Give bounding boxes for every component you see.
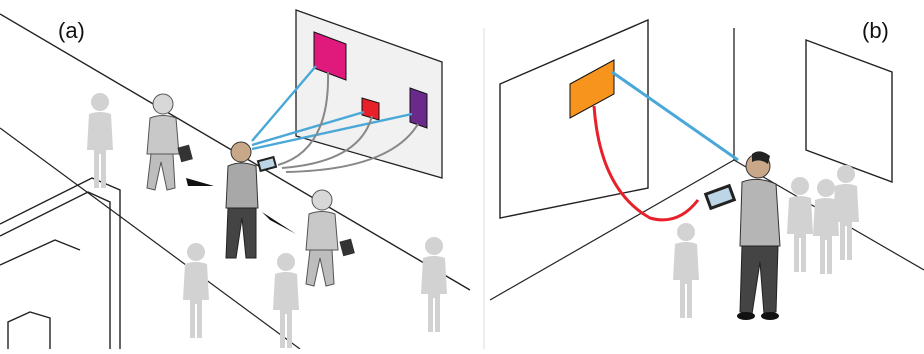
person-icon [421,237,447,332]
left-wall-frame [500,20,648,218]
purple-screen [410,88,427,128]
walking-person-front [306,190,355,286]
tablet-icon [339,239,354,257]
direction-marker [262,212,296,234]
active-user [226,142,277,258]
panel-a: (a) [0,10,470,349]
person-icon [673,223,699,318]
panel-label-b: (b) [862,18,889,43]
active-user-b [704,151,780,320]
right-wall-frame [806,40,892,182]
person-icon [273,253,299,348]
walking-person-back [147,94,193,190]
person-icon [183,243,209,338]
person-icon [833,165,859,260]
direction-marker [186,178,214,186]
tablet-icon [177,145,192,163]
person-icon [787,177,813,272]
panel-label-a: (a) [58,18,85,43]
panel-b: (b) [484,18,924,349]
person-icon [87,93,113,188]
